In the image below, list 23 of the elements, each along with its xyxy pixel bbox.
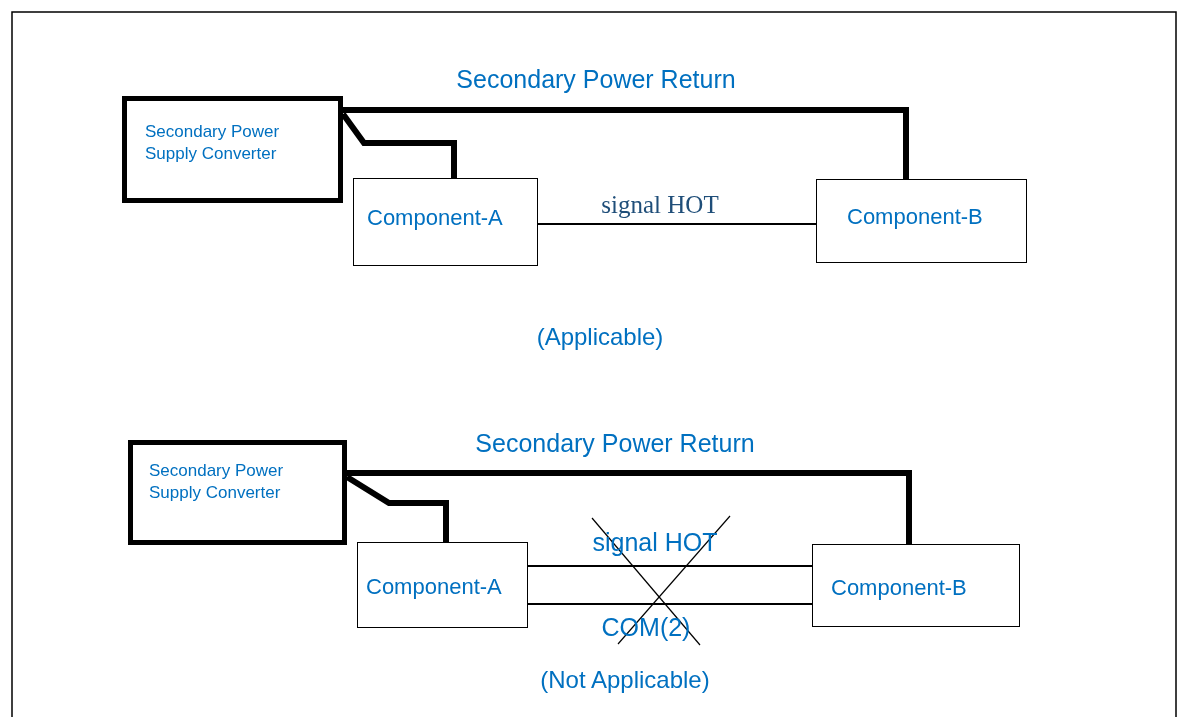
- component-box: [357, 542, 528, 628]
- power-line: [347, 470, 912, 544]
- converter-box: [122, 96, 343, 203]
- power-line: [345, 474, 449, 542]
- signal-line: [537, 223, 817, 225]
- signal-line: [527, 603, 813, 605]
- node-label: Component-B: [831, 574, 967, 602]
- node-label: Component-A: [367, 204, 503, 232]
- component-box: [353, 178, 538, 266]
- edge-label: Secondary Power Return: [475, 428, 755, 458]
- component-box: [816, 179, 1027, 263]
- power-line: [343, 107, 909, 179]
- edge-label: signal HOT: [601, 190, 719, 220]
- node-label: Component-B: [847, 203, 983, 231]
- caption-text: (Not Applicable): [540, 666, 710, 695]
- caption-text: (Applicable): [536, 323, 664, 352]
- node-label: Secondary Power Supply Converter: [149, 460, 285, 505]
- edge-label: Secondary Power Return: [456, 64, 736, 94]
- signal-line: [527, 565, 813, 567]
- converter-box: [128, 440, 347, 545]
- node-label: Secondary Power Supply Converter: [145, 121, 281, 166]
- component-box: [812, 544, 1020, 627]
- node-label: Component-A: [366, 573, 502, 601]
